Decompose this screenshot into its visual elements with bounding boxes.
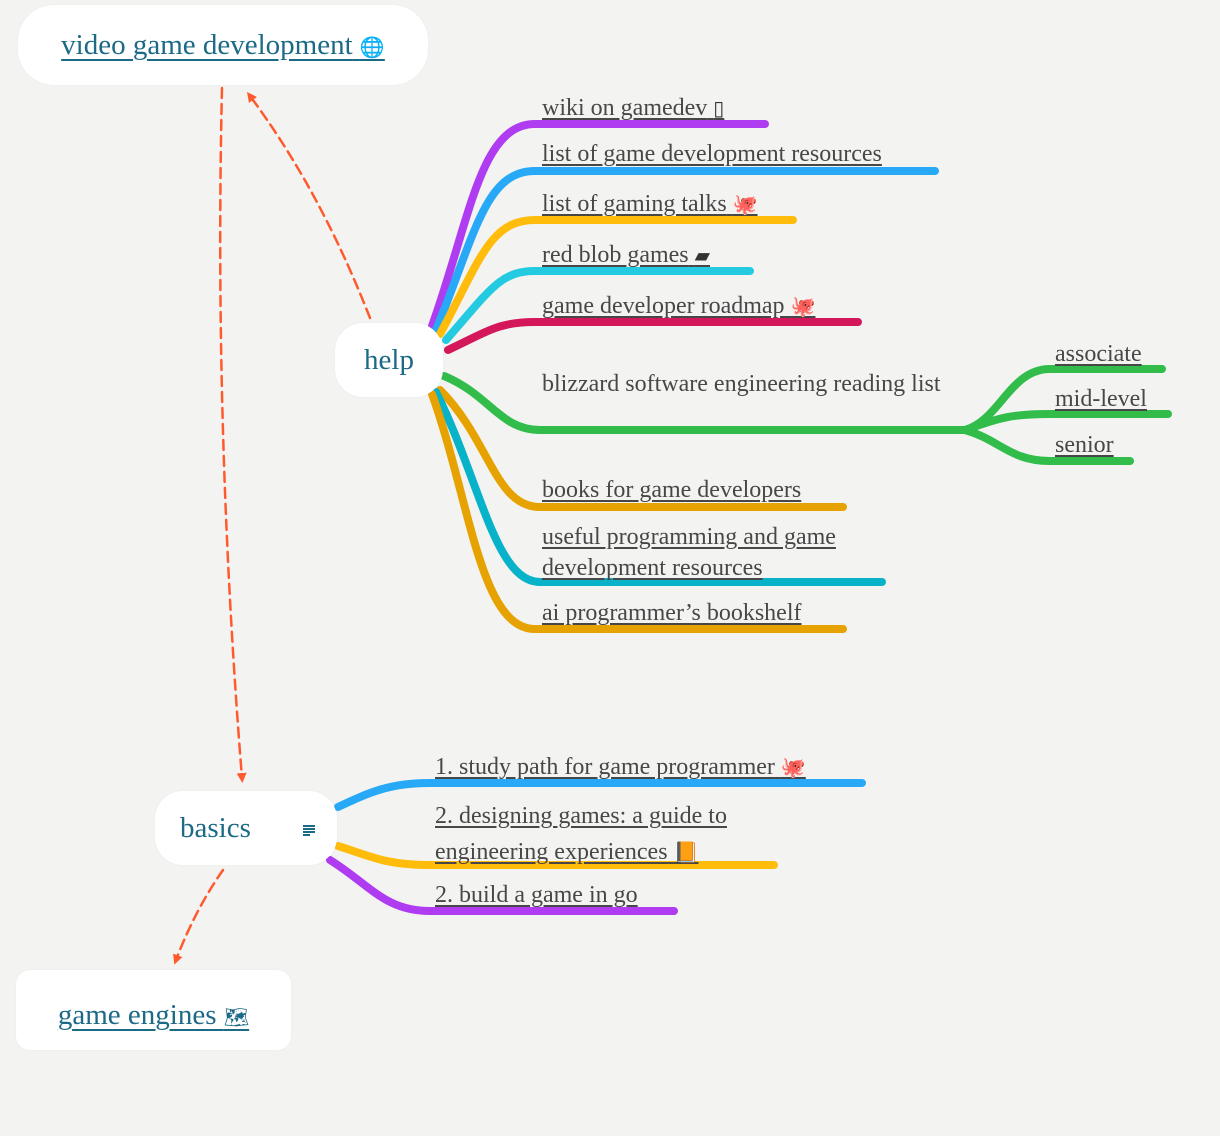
game-engines-node[interactable]: game engines 🗺 [16, 970, 291, 1050]
branch-talks [436, 216, 797, 338]
octopus-icon: 🐙 [790, 294, 816, 318]
leaf-mid-level[interactable]: mid-level [1055, 384, 1147, 415]
leaf-build-a-game-in-go[interactable]: 2. build a game in go [435, 880, 638, 911]
leaf-senior[interactable]: senior [1055, 430, 1114, 461]
basics-label: basics [180, 811, 251, 844]
branch-bookshelf [428, 390, 847, 633]
leaf-label: red blob games [542, 242, 689, 268]
leaf-designing-games[interactable]: 2. designing games: a guide to engineeri… [435, 798, 775, 870]
help-node[interactable]: help [335, 323, 443, 397]
book-icon: 📙 [673, 840, 699, 864]
root-label: video game development [61, 28, 353, 61]
leaf-gaming-talks[interactable]: list of gaming talks 🐙 [542, 189, 758, 220]
leaf-label: blizzard software engineering reading li… [542, 371, 941, 397]
branch-resources [432, 167, 939, 334]
branch-books [436, 386, 847, 511]
leaf-label: 2. designing games: a guide to engineeri… [435, 803, 727, 865]
branch-useful [432, 388, 886, 586]
leaf-game-developer-roadmap[interactable]: game developer roadmap 🐙 [542, 291, 815, 322]
leaf-label: ai programmer’s bookshelf [542, 600, 802, 626]
leaf-label: 2. build a game in go [435, 882, 638, 908]
leaf-label: associate [1055, 341, 1142, 367]
arrow-help-to-root [247, 91, 372, 320]
leaf-red-blob-games[interactable]: red blob games ▰ [542, 240, 710, 271]
branch-blizzard [440, 372, 969, 434]
leaf-game-dev-resources[interactable]: list of game development resources [542, 139, 882, 170]
octopus-icon: 🐙 [732, 192, 758, 216]
branch-studypath [334, 779, 866, 811]
leaf-label: game developer roadmap [542, 293, 785, 319]
leaf-ai-programmers-bookshelf[interactable]: ai programmer’s bookshelf [542, 598, 802, 629]
branch-designing [334, 842, 778, 869]
game-engines-label: game engines [57, 998, 217, 1031]
arrow-basics-to-engines [173, 868, 225, 965]
leaf-study-path[interactable]: 1. study path for game programmer 🐙 [435, 752, 806, 783]
branch-buildgo [326, 856, 678, 915]
leaf-wiki-on-gamedev[interactable]: wiki on gamedev ▯ [542, 93, 724, 124]
leaf-label: mid-level [1055, 386, 1147, 412]
branch-wiki [428, 120, 769, 330]
branch-senior [961, 426, 1134, 465]
box-icon: ▰ [694, 243, 711, 267]
leaf-useful-programming-resources[interactable]: useful programming and game development … [542, 522, 882, 584]
leaf-label: 1. study path for game programmer [435, 754, 775, 780]
missing-glyph-icon: ▯ [713, 96, 725, 120]
branch-midlevel [961, 410, 1172, 434]
help-label: help [364, 343, 414, 376]
basics-node[interactable]: basics [155, 791, 337, 865]
root-node[interactable]: video game development 🌐 [18, 5, 428, 85]
game-engines-link[interactable]: game engines 🗺 [58, 999, 249, 1032]
branch-redblob [442, 267, 754, 344]
notes-icon[interactable] [303, 825, 315, 836]
leaf-books-for-game-developers[interactable]: books for game developers [542, 475, 801, 506]
leaf-label: senior [1055, 432, 1114, 458]
leaf-label: list of gaming talks [542, 191, 727, 217]
leaf-label: useful programming and game development … [542, 524, 836, 581]
leaf-label: books for game developers [542, 477, 802, 503]
leaf-label: list of game development resources [542, 141, 882, 167]
world-map-icon: 🗺 [223, 1004, 250, 1029]
branch-roadmap [444, 318, 862, 354]
leaf-blizzard-reading-list[interactable]: blizzard software engineering reading li… [542, 369, 962, 400]
leaf-label: wiki on gamedev [542, 95, 708, 121]
arrow-root-to-basics [218, 86, 247, 783]
root-link[interactable]: video game development 🌐 [61, 29, 385, 62]
octopus-icon: 🐙 [780, 755, 806, 779]
globe-icon: 🌐 [359, 34, 385, 59]
leaf-associate[interactable]: associate [1055, 339, 1142, 370]
